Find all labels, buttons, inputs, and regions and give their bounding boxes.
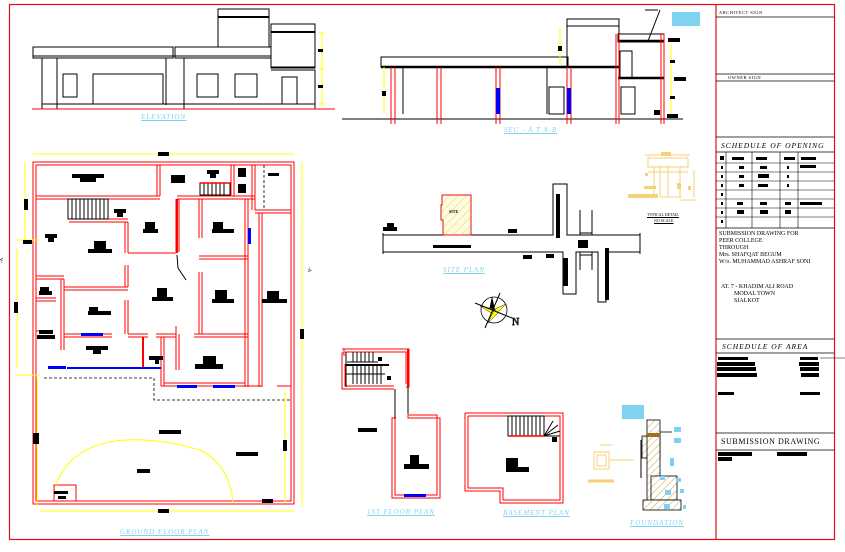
site-plan-labels — [383, 194, 609, 300]
submission-line: PEER COLLEGE — [719, 238, 763, 244]
schedule-of-opening-table — [716, 152, 834, 228]
site-plot — [440, 194, 472, 236]
typical-detail-label: TYPICAL DETAIL — [647, 212, 679, 217]
schedule-of-area-entries — [717, 357, 820, 461]
submission-details: SUBMISSION DRAWING FOR PEER COLLEGE THRO… — [719, 231, 810, 266]
sheet-border — [8, 3, 836, 541]
dimension-text-block — [654, 110, 660, 115]
dimension-text-block — [558, 46, 562, 51]
first-floor-plan-label: 1ST FLOOR PLAN — [367, 508, 435, 516]
typical-detail-drawing — [645, 154, 696, 201]
architect-sign-label: ARCHITECT SIGN — [719, 10, 763, 15]
submission-line: SUBMISSION DRAWING FOR — [719, 231, 799, 237]
first-floor-window — [404, 494, 426, 497]
ground-floor-room-labels — [37, 168, 287, 503]
address-line: MODAL TOWN — [734, 291, 776, 297]
section-window — [567, 88, 571, 114]
north-label: N — [512, 317, 519, 328]
site-tag: SITE — [449, 209, 458, 214]
submission-line: W/o. MUHAMMAD ASHRAF SONI — [719, 259, 811, 265]
schedule-of-area-title: SCHEDULE OF AREA — [722, 342, 809, 351]
dimension-text-block — [668, 38, 680, 42]
elevation-view — [32, 8, 316, 109]
foundation-label: FOUNDATION — [630, 519, 685, 527]
owner-sign-label: OWNER SIGN — [728, 75, 762, 80]
title-block — [715, 4, 834, 539]
ground-floor-windows — [48, 228, 251, 388]
typical-detail-sublabel: NO SCALE — [654, 218, 674, 223]
dimension-text-block — [670, 60, 675, 63]
site-plan — [382, 183, 641, 303]
north-arrow-icon — [474, 292, 513, 329]
submission-line: THROUGH — [719, 245, 749, 251]
dimension-text-block — [667, 114, 678, 118]
section-label: SEC - A T A-B — [504, 126, 558, 134]
ground-floor-axis-tag: -A — [0, 257, 5, 263]
submission-drawing-title: SUBMISSION DRAWING — [721, 437, 821, 446]
typical-detail-marks — [628, 152, 691, 198]
dimension-text-block — [318, 85, 323, 88]
first-floor-stairs — [345, 352, 409, 418]
address-line: AT. 7 - KHADIM ALI ROAD — [721, 284, 794, 290]
site-address: AT. 7 - KHADIM ALI ROAD MODAL TOWN SIALK… — [721, 284, 793, 305]
section-callout-note — [672, 12, 700, 26]
address-line: SIALKOT — [734, 298, 760, 304]
ground-floor-dimension-text — [14, 152, 304, 513]
basement-plan — [464, 412, 564, 504]
ground-floor-plan-label: GROUND FLOOR PLAN — [120, 528, 210, 536]
dimension-text-block — [318, 49, 323, 52]
foundation-column-detail — [588, 444, 634, 483]
basement-stairs — [507, 415, 561, 437]
dimension-text-block — [670, 96, 675, 99]
submission-line: Mrs. SHAFQAT BEGUM — [719, 252, 782, 258]
first-floor-labels — [358, 357, 429, 469]
elevation-label: ELEVATION — [141, 113, 187, 121]
schedule-of-opening-title: SCHEDULE OF OPENING — [721, 141, 825, 150]
section-view — [342, 9, 683, 120]
ground-floor-stairs — [67, 182, 231, 281]
site-plan-label: SITE PLAN — [443, 266, 485, 274]
ground-floor-lawn-arc — [55, 439, 234, 504]
foundation-notes — [622, 405, 686, 509]
dimension-text-block — [382, 91, 386, 96]
basement-labels — [506, 437, 557, 472]
section-window — [496, 88, 500, 114]
dimension-text-block — [674, 77, 686, 81]
schedule-of-opening-cells — [720, 156, 822, 223]
ground-floor-dashed-lines — [44, 165, 291, 401]
ground-floor-axis-tag: -A — [306, 267, 311, 273]
foundation-detail — [640, 419, 682, 511]
elevation-dimensions — [319, 32, 325, 105]
basement-plan-label: BASEMENT PLAN — [503, 509, 570, 517]
